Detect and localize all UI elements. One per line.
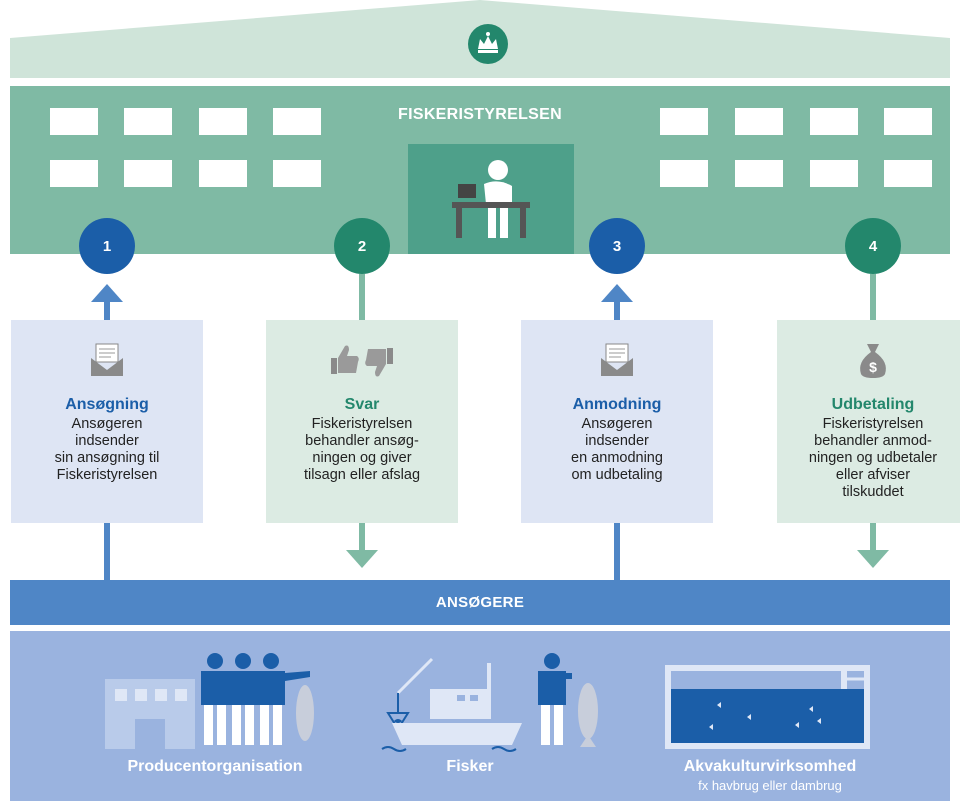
window — [735, 160, 783, 187]
step-number-4: 4 — [845, 218, 901, 274]
step-number-3: 3 — [589, 218, 645, 274]
step-heading: Udbetaling — [831, 396, 915, 413]
window — [735, 108, 783, 135]
window — [50, 108, 98, 135]
thumbs-up-down-icon — [266, 340, 458, 380]
window — [810, 160, 858, 187]
step-box-request: Anmodning Ansøgeren indsender en anmodni… — [521, 320, 713, 523]
applicants-band: ANSØGERE — [10, 580, 950, 625]
window — [660, 108, 708, 135]
step-box-response: Svar Fiskeristyrelsen behandler ansøg- n… — [266, 320, 458, 523]
money-bag-icon: $ — [777, 340, 960, 380]
step-text: Ansøgeren indsender sin ansøgning til Fi… — [54, 416, 160, 483]
step-text: Fiskeristyrelsen behandler ansøg- ningen… — [303, 416, 421, 483]
window — [50, 160, 98, 187]
aquaculture-icon — [665, 665, 870, 749]
window — [124, 108, 172, 135]
applicants-area: Producentorganisation Fisker Akvakulturv… — [10, 631, 950, 801]
letter-icon — [521, 340, 713, 380]
window — [199, 108, 247, 135]
step-box-payment: $ Udbetaling Fiskeristyrelsen behandler … — [777, 320, 960, 523]
building-title: FISKERISTYRELSEN — [398, 106, 562, 123]
svg-text:$: $ — [869, 359, 877, 375]
producer-organisation-icon — [105, 653, 314, 749]
fisher-icon — [381, 653, 572, 752]
crown-logo-icon — [468, 24, 508, 64]
step-text: Ansøgeren indsender en anmodning om udbe… — [571, 416, 663, 483]
step-box-application: Ansøgning Ansøgeren indsender sin ansøgn… — [11, 320, 203, 523]
fish-icon — [578, 683, 598, 747]
group-label-aquaculture: Akvakulturvirksomhed — [683, 758, 857, 775]
window — [199, 160, 247, 187]
step-number-1: 1 — [79, 218, 135, 274]
group-sub-aquaculture: fx havbrug eller dambrug — [698, 778, 842, 793]
step-number-2: 2 — [334, 218, 390, 274]
window — [884, 160, 932, 187]
group-label-fisher: Fisker — [446, 758, 494, 775]
group-label-producer: Producentorganisation — [127, 758, 303, 775]
letter-icon — [11, 340, 203, 380]
step-heading: Svar — [344, 396, 380, 413]
window — [884, 108, 932, 135]
window — [810, 108, 858, 135]
step-heading: Anmodning — [572, 396, 662, 413]
step-heading: Ansøgning — [65, 396, 149, 413]
window — [660, 160, 708, 187]
window — [273, 160, 321, 187]
step-text: Fiskeristyrelsen behandler anmod- ningen… — [808, 416, 938, 500]
office-worker-icon — [408, 144, 574, 254]
window — [273, 108, 321, 135]
window — [124, 160, 172, 187]
